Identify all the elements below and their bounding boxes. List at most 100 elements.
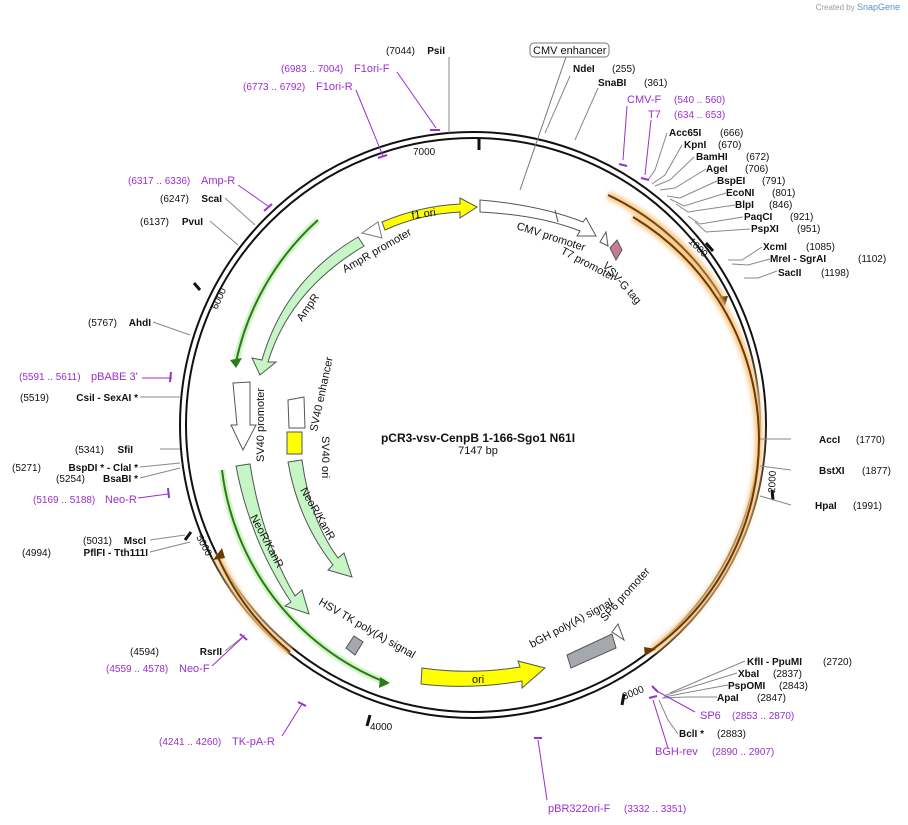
site-paqci[interactable]: PaqCI(921) xyxy=(744,212,813,223)
svg-text:(6137): (6137) xyxy=(140,217,169,228)
primer-sp6[interactable]: SP6(2853 .. 2870) xyxy=(700,710,794,722)
green-arc-ampr-outer[interactable] xyxy=(230,217,321,368)
svg-text:(6317 .. 6336): (6317 .. 6336) xyxy=(128,176,190,187)
site-bcli[interactable]: BclI *(2883) xyxy=(679,729,746,740)
primer-pbr322ori-f[interactable]: pBR322ori-F(3332 .. 3351) xyxy=(548,803,686,815)
site-pspomi[interactable]: PspOMI (2843) xyxy=(728,681,808,692)
site-acc65i[interactable]: Acc65I(666) xyxy=(669,128,743,139)
site-agei[interactable]: AgeI(706) xyxy=(706,164,768,175)
feature-label-sv40-enhancer: SV40 enhancer xyxy=(308,356,336,433)
primer-tk-pa-r[interactable]: (4241 .. 4260)TK-pA-R xyxy=(159,736,275,748)
svg-text:(921): (921) xyxy=(790,212,813,223)
svg-text:(5031): (5031) xyxy=(83,536,112,547)
svg-text:(1991): (1991) xyxy=(853,501,882,512)
feature-hsv-tk-polya[interactable] xyxy=(345,635,364,656)
svg-text:(1102): (1102) xyxy=(858,254,886,265)
svg-text:(255): (255) xyxy=(612,64,635,75)
svg-text:(951): (951) xyxy=(797,224,820,235)
site-scai[interactable]: ScaI(6247) xyxy=(160,194,222,205)
svg-text:SnaBI: SnaBI xyxy=(598,78,627,89)
svg-text:(846): (846) xyxy=(769,200,792,211)
svg-text:(791): (791) xyxy=(762,176,785,187)
site-blpi[interactable]: BlpI(846) xyxy=(735,200,792,211)
primer-amp-r[interactable]: (6317 .. 6336) Amp-R xyxy=(128,175,235,187)
site-snabi[interactable]: SnaBI(361) xyxy=(598,78,667,89)
orange-arc-right[interactable] xyxy=(606,191,763,656)
primer-f1ori-f[interactable]: (6983 .. 7004)F1ori-F xyxy=(281,63,390,75)
feature-neor-outer[interactable] xyxy=(235,463,310,615)
svg-text:MreI - SgrAI: MreI - SgrAI xyxy=(770,254,826,265)
snapgene-logo: SnapGene xyxy=(856,2,900,12)
svg-text:PvuI: PvuI xyxy=(182,217,203,228)
feature-t7-promoter[interactable] xyxy=(599,230,609,247)
site-bstxi[interactable]: BstXI(1877) xyxy=(819,466,891,477)
feature-ori[interactable] xyxy=(420,660,547,690)
svg-text:Amp-R: Amp-R xyxy=(201,175,235,187)
feature-cmv-promoter[interactable] xyxy=(479,199,597,237)
feature-sp6-promoter[interactable] xyxy=(611,622,626,642)
green-arc-neor-outer[interactable] xyxy=(218,469,390,688)
site-kfli-ppumi[interactable]: KflI - PpuMI(2720) xyxy=(747,657,852,668)
site-pflfi-tth111i[interactable]: PflFI - Tth111I(4994) xyxy=(22,548,148,559)
feature-sv40-promoter[interactable] xyxy=(230,381,257,452)
feature-sv40-ori[interactable] xyxy=(286,431,303,455)
site-acci[interactable]: AccI (1770) xyxy=(819,435,885,446)
backbone-outer xyxy=(179,131,767,719)
feature-label-ori: ori xyxy=(472,674,484,686)
primer-pbabe-3[interactable]: (5591 .. 5611)pBABE 3' xyxy=(19,371,138,383)
primer-neo-f[interactable]: (4559 .. 4578)Neo-F xyxy=(106,663,210,675)
site-ndei[interactable]: NdeI(255) xyxy=(573,64,635,75)
svg-text:AccI: AccI xyxy=(819,435,840,446)
svg-text:(666): (666) xyxy=(720,128,743,139)
primer-cmv-f[interactable]: CMV-F(540 .. 560) xyxy=(627,94,725,106)
site-sacii[interactable]: SacII(1198) xyxy=(778,268,849,279)
site-bsabi[interactable]: BsaBI *(5254) xyxy=(56,474,138,485)
site-apai[interactable]: ApaI(2847) xyxy=(717,693,786,704)
site-pspxi[interactable]: PspXI(951) xyxy=(751,224,820,235)
site-csii-sexai[interactable]: CsiI - SexAI *(5519) xyxy=(20,393,138,404)
site-bspei[interactable]: BspEI (791) xyxy=(717,176,785,187)
svg-text:MscI: MscI xyxy=(124,536,146,547)
watermark-prefix: Created by xyxy=(815,3,855,12)
svg-text:F1ori-R: F1ori-R xyxy=(316,81,353,93)
svg-text:BspEI: BspEI xyxy=(717,176,746,187)
primer-bgh-rev[interactable]: BGH-rev(2890 .. 2907) xyxy=(655,746,774,758)
tick-label-2000: 2000 xyxy=(767,470,779,493)
svg-text:(1198): (1198) xyxy=(821,268,849,279)
site-econi[interactable]: EcoNI(801) xyxy=(726,188,795,199)
site-sfii[interactable]: SfiI(5341) xyxy=(75,445,133,456)
feature-label-sp6-promoter: SP6 promoter xyxy=(598,565,653,624)
feature-neor-inner[interactable] xyxy=(287,459,353,578)
feature-label-cmv-enhancer: CMV enhancer xyxy=(533,45,607,57)
primer-neo-r[interactable]: (5169 .. 5188)Neo-R xyxy=(33,494,137,506)
svg-text:PspOMI: PspOMI xyxy=(728,681,765,692)
primer-t7[interactable]: T7(634 .. 653) xyxy=(648,109,725,121)
site-ahdi[interactable]: AhdI(5767) xyxy=(88,318,151,329)
plasmid-name: pCR3-vsv-CenpB 1-166-Sgo1 N61I xyxy=(381,431,575,445)
svg-text:(1770): (1770) xyxy=(856,435,885,446)
svg-text:HpaI: HpaI xyxy=(815,501,837,512)
feature-bgh-polya[interactable] xyxy=(566,633,617,669)
site-xcmi[interactable]: XcmI(1085) xyxy=(763,242,835,253)
primer-f1ori-r[interactable]: (6773 .. 6792)F1ori-R xyxy=(243,81,353,93)
site-xbai[interactable]: XbaI(2837) xyxy=(738,669,802,680)
site-hpai[interactable]: HpaI (1991) xyxy=(815,501,882,512)
orange-arc-left[interactable] xyxy=(213,548,293,656)
feature-f1-ori[interactable] xyxy=(381,197,478,231)
svg-text:(5519): (5519) xyxy=(20,393,49,404)
site-kpni[interactable]: KpnI(670) xyxy=(684,140,741,151)
site-rsrii[interactable]: RsrII(4594) xyxy=(130,647,222,658)
site-mrei-sgrai[interactable]: MreI - SgrAI (1102) xyxy=(770,254,886,265)
feature-ampr[interactable] xyxy=(251,236,365,376)
site-pvui[interactable]: PvuI (6137) xyxy=(140,217,203,228)
site-bamhi[interactable]: BamHI(672) xyxy=(696,152,769,163)
feature-ampr-promoter[interactable] xyxy=(360,221,383,239)
feature-sv40-enhancer[interactable] xyxy=(287,396,306,429)
svg-text:(2853 .. 2870): (2853 .. 2870) xyxy=(732,711,794,722)
site-psii[interactable]: PsiI(7044) xyxy=(386,46,445,57)
feature-vsvg-tag[interactable] xyxy=(609,239,623,262)
svg-text:(2843): (2843) xyxy=(779,681,808,692)
site-bspdi-clai[interactable]: BspDI * - ClaI *(5271) xyxy=(12,463,138,474)
site-msci[interactable]: MscI (5031) xyxy=(83,536,146,547)
